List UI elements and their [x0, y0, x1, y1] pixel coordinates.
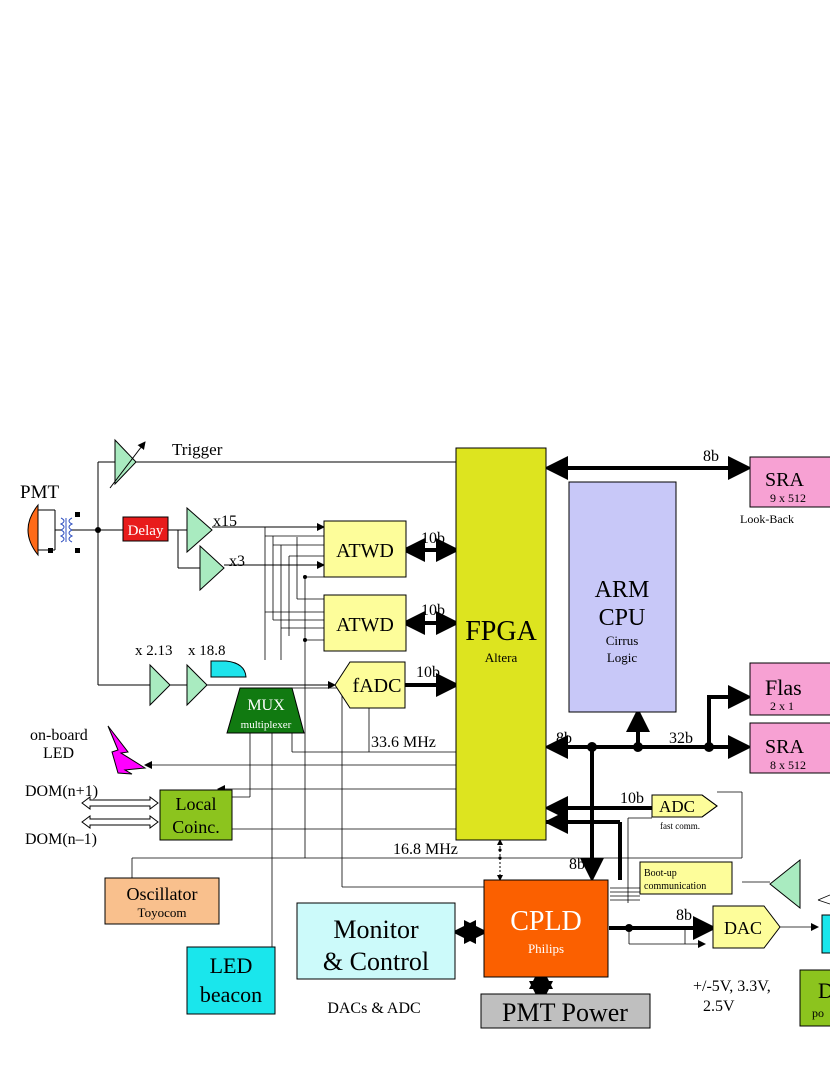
cpld-block: CPLD Philips: [483, 879, 609, 978]
arm-sub-2: Logic: [607, 650, 638, 665]
bootup-label-2: communication: [644, 881, 706, 892]
buses: [95, 456, 752, 1005]
led-beacon-block: LED beacon: [186, 946, 276, 1015]
atwd-top-label: ATWD: [336, 540, 394, 562]
voltages-label-2: 2.5V: [703, 998, 735, 1015]
sram-bottom-label: SRA: [765, 736, 804, 758]
atwd-bottom: ATWD: [323, 594, 407, 652]
led-beacon-label-2: beacon: [200, 982, 262, 1007]
arm-cpu-block: ARM CPU Cirrus Logic: [568, 481, 677, 713]
dacs-adc-label: DACs & ADC: [327, 1000, 420, 1017]
arm-label-2: CPU: [599, 605, 646, 631]
dom-n-minus-label: DOM(n–1): [25, 831, 97, 848]
arm-label-1: ARM: [595, 577, 650, 603]
amp-x15-label: x15: [213, 513, 237, 530]
flash-block: Flas 2 x 1: [749, 662, 830, 716]
amp-x213-label: x 2.13: [135, 643, 173, 659]
sram-bottom-block: SRA 8 x 512: [749, 722, 830, 774]
amp-x3: x3: [199, 544, 245, 592]
bootup-label-1: Boot-up: [644, 868, 677, 879]
oscillator-label: Oscillator: [127, 884, 198, 904]
label-8b-top: 8b: [703, 448, 719, 465]
pmt-label: PMT: [20, 482, 59, 503]
trigger-comparator: Trigger: [109, 438, 223, 489]
atwd-bottom-label: ATWD: [336, 614, 394, 636]
sram-top-sub: 9 x 512: [770, 491, 806, 505]
fadc-block: fADC: [334, 661, 406, 709]
flash-label: Flas: [765, 675, 802, 700]
label-33-6-mhz: 33.6 MHz: [371, 734, 436, 751]
dom-n-plus-label: DOM(n+1): [25, 783, 98, 800]
cpld-label: CPLD: [510, 906, 582, 937]
monitor-label-1: Monitor: [333, 915, 419, 944]
d-block-label: D: [818, 978, 830, 1003]
atwd-top: ATWD: [323, 520, 407, 578]
lookback-label: Look-Back: [740, 512, 794, 526]
bootup-comm-block: Boot-up communication: [639, 861, 733, 895]
onboard-led-label-1: on-board: [30, 727, 88, 744]
adc-fast-sub: fast comm.: [660, 821, 700, 831]
trigger-label: Trigger: [172, 440, 223, 459]
amp-x188: x 18.8: [186, 643, 226, 707]
oscillator-sub: Toyocom: [138, 905, 187, 920]
voltages-label-1: +/-5V, 3.3V,: [693, 978, 771, 995]
blue-stub: [821, 914, 830, 954]
pmt-power-block: PMT Power: [480, 993, 651, 1029]
transformer-icon: [48, 512, 82, 553]
oscillator-block: Oscillator Toyocom: [104, 877, 220, 925]
label-8b-mid: 8b: [556, 730, 572, 747]
pmt-power-label: PMT Power: [502, 998, 628, 1027]
onboard-led: on-board LED: [30, 725, 147, 775]
monitor-control-block: Monitor & Control DACs & ADC: [296, 902, 456, 1017]
mux-label: MUX: [247, 697, 285, 714]
label-32b: 32b: [669, 730, 693, 747]
dac-block: DAC: [712, 905, 781, 949]
d-block-sub: po: [812, 1006, 824, 1020]
amp-x188-label: x 18.8: [188, 643, 226, 659]
delay-block: Delay: [122, 516, 169, 542]
mux-block: MUX multiplexer: [226, 687, 305, 734]
sram-top-block: SRA 9 x 512 Look-Back: [740, 456, 830, 526]
pmt: PMT: [20, 482, 59, 557]
local-coinc-label-1: Local: [176, 794, 217, 814]
onboard-led-label-2: LED: [43, 745, 74, 762]
dom-ports: DOM(n+1) DOM(n–1): [25, 783, 159, 848]
flash-sub: 2 x 1: [770, 699, 794, 713]
adc-fast-label: ADC: [659, 797, 695, 816]
label-8b-dac: 8b: [676, 907, 692, 924]
cpld-sub: Philips: [528, 941, 564, 956]
label-10b-adc: 10b: [620, 790, 644, 807]
fpga-label: FPGA: [465, 616, 537, 647]
amp-x213: x 2.13: [135, 643, 173, 707]
dac-label: DAC: [724, 918, 762, 938]
local-coinc-block: Local Coinc.: [159, 789, 233, 841]
sram-bottom-sub: 8 x 512: [770, 758, 806, 772]
led-beacon-label-1: LED: [210, 953, 253, 978]
comparator-shape: [210, 660, 247, 678]
dom-n-plus-arrow: [81, 796, 159, 810]
label-16-8-mhz: 16.8 MHz: [393, 841, 458, 858]
delay-label: Delay: [128, 523, 164, 539]
label-10b-fadc: 10b: [416, 664, 440, 681]
fpga-block: FPGA Altera: [455, 447, 547, 841]
label-10b-atwd-bottom: 10b: [421, 602, 445, 619]
mux-sub-label: multiplexer: [241, 719, 292, 731]
label-8b-cpld: 8b: [569, 856, 585, 873]
adc-fast-block: ADC fast comm.: [651, 794, 718, 831]
right-amp: [769, 858, 801, 910]
lightning-icon: [107, 725, 147, 775]
fpga-sub-label: Altera: [485, 650, 518, 665]
arm-sub-1: Cirrus: [606, 633, 639, 648]
amp-x15: x15: [186, 506, 237, 554]
sram-top-label: SRA: [765, 469, 804, 491]
dom-n-minus-arrow: [81, 815, 159, 829]
amp-x3-label: x3: [229, 553, 245, 570]
monitor-label-2: & Control: [323, 947, 429, 976]
fadc-label: fADC: [353, 675, 402, 697]
local-coinc-label-2: Coinc.: [172, 817, 220, 837]
label-10b-atwd-top: 10b: [421, 530, 445, 547]
dc-power-block: D po: [799, 969, 830, 1027]
